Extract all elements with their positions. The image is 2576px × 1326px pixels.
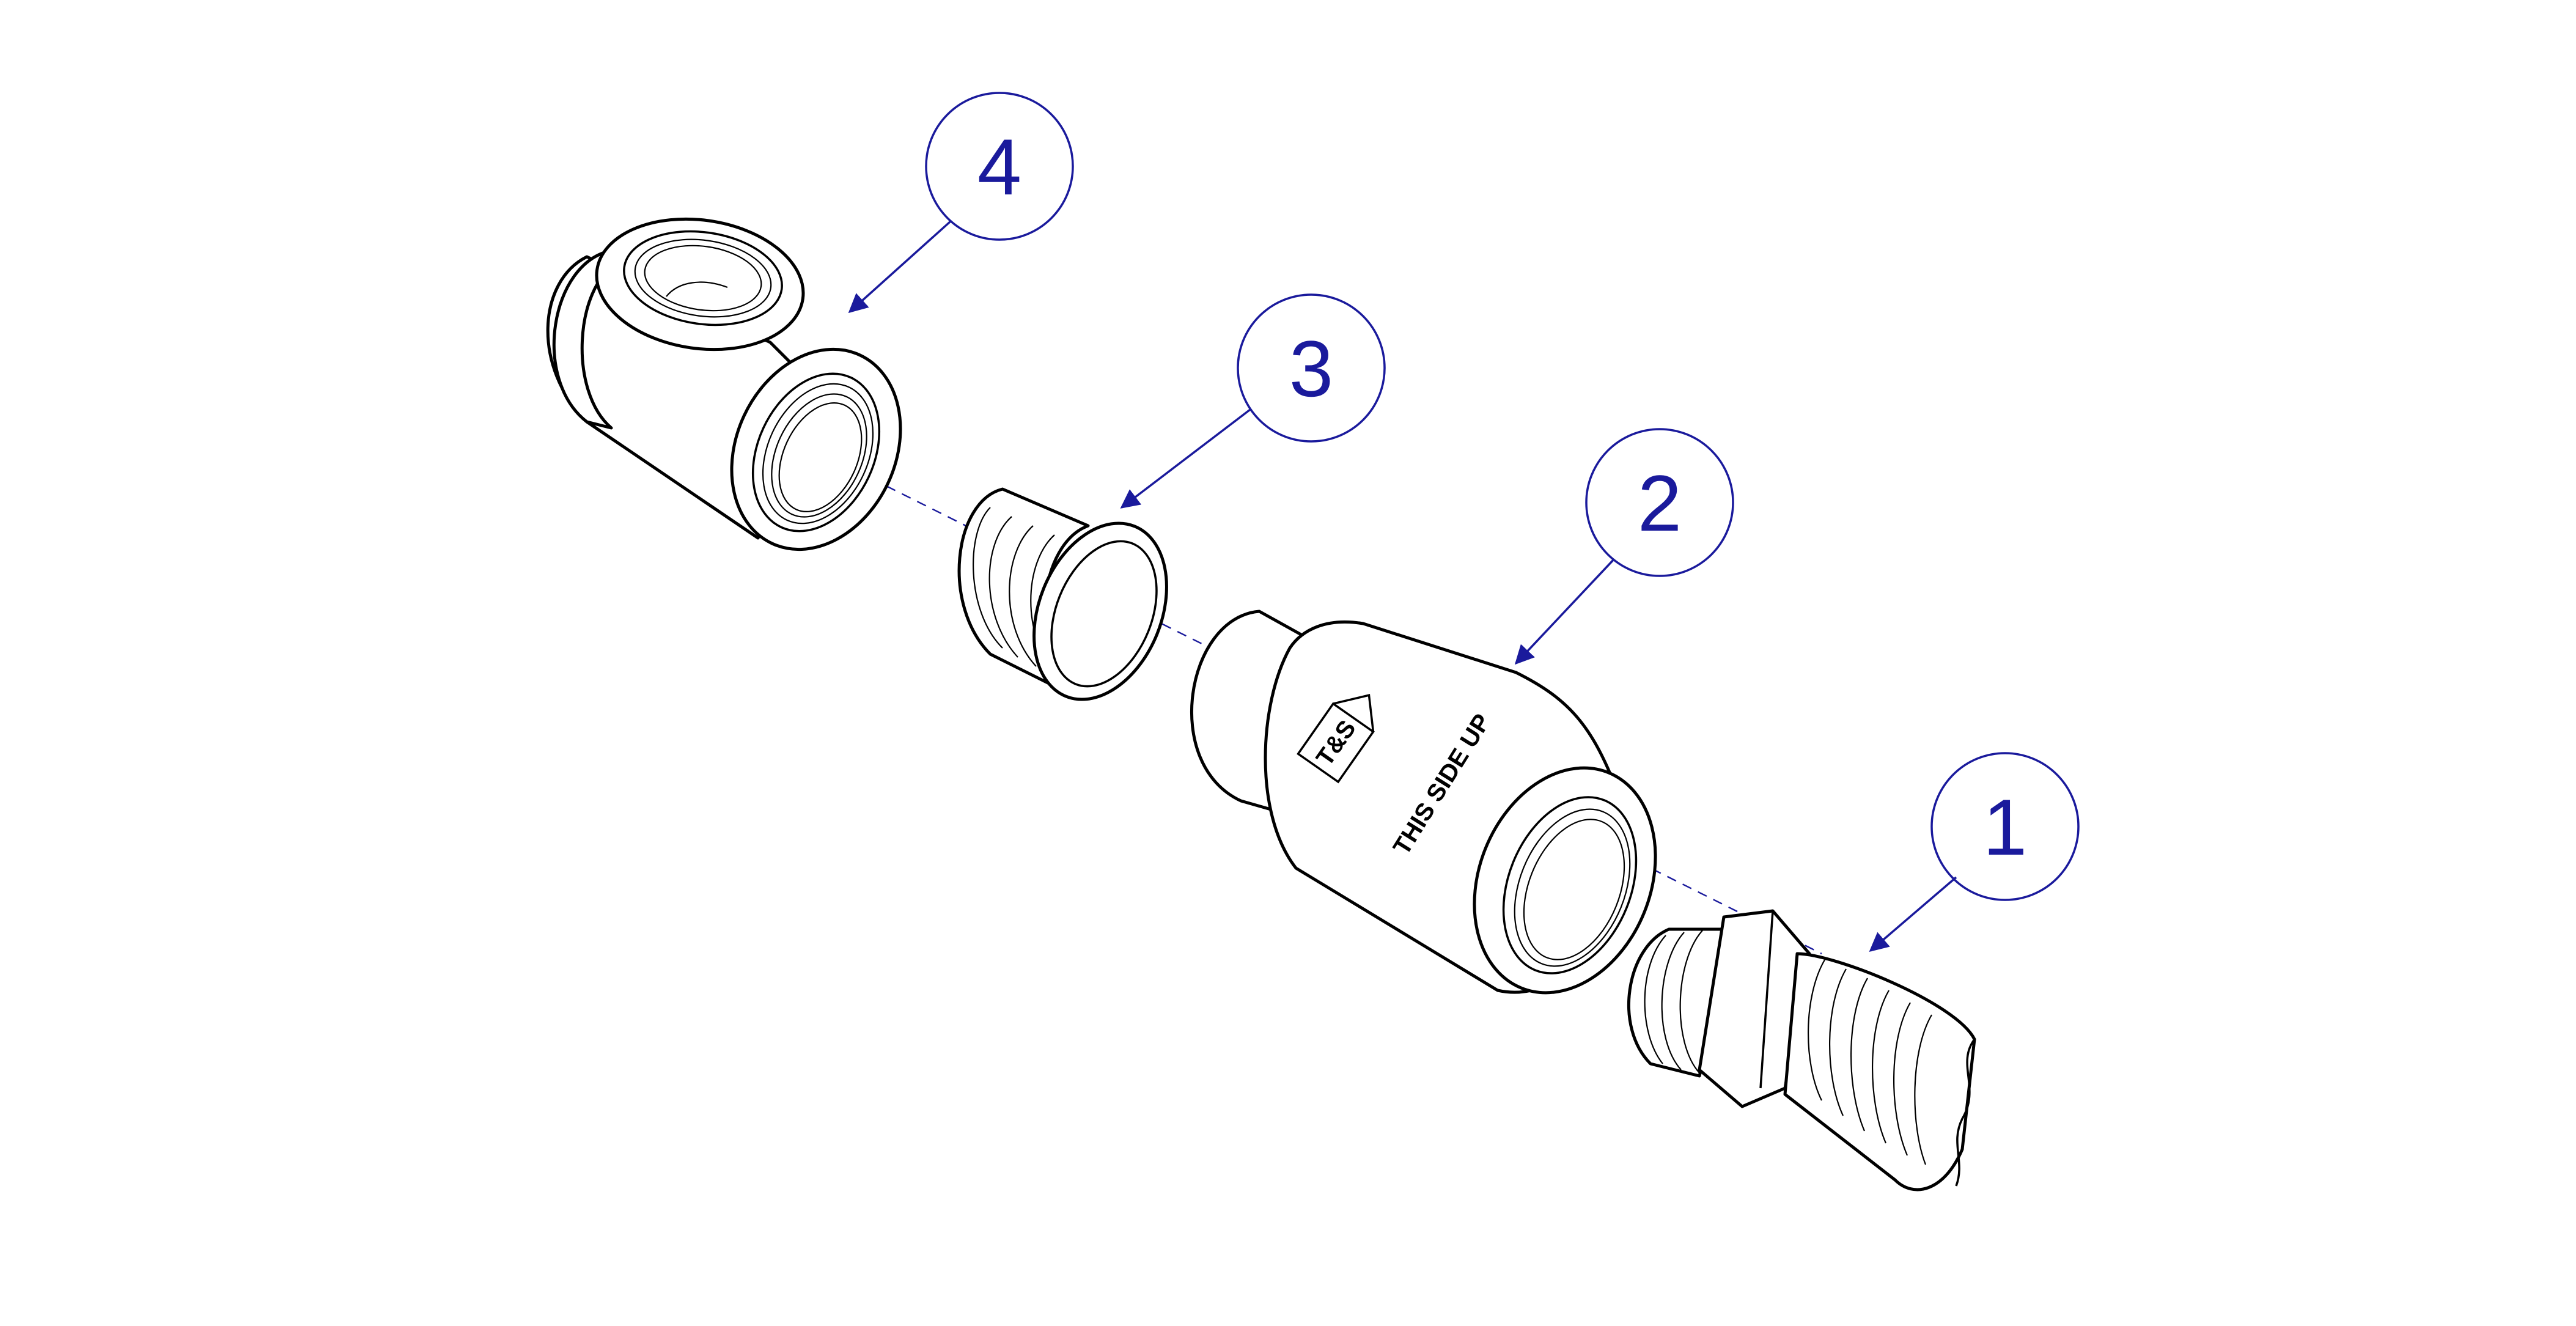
balloon-4: 4 bbox=[848, 92, 1074, 314]
balloon-1: 1 bbox=[1869, 752, 2080, 952]
balloon-2: 2 bbox=[1514, 428, 1734, 665]
balloon-3-label: 3 bbox=[1289, 324, 1333, 413]
pipe-tee-part-4 bbox=[546, 217, 902, 551]
balloon-3: 3 bbox=[1120, 293, 1386, 509]
hose-adapter-part-1 bbox=[1627, 909, 1976, 1192]
balloon-2-label: 2 bbox=[1638, 459, 1682, 548]
balloon-1-label: 1 bbox=[1983, 783, 2027, 872]
check-valve-part-2: T&S THIS SIDE UP bbox=[1190, 610, 1657, 995]
pipe-nipple-part-3 bbox=[957, 487, 1168, 701]
balloon-4-label: 4 bbox=[977, 122, 1021, 212]
